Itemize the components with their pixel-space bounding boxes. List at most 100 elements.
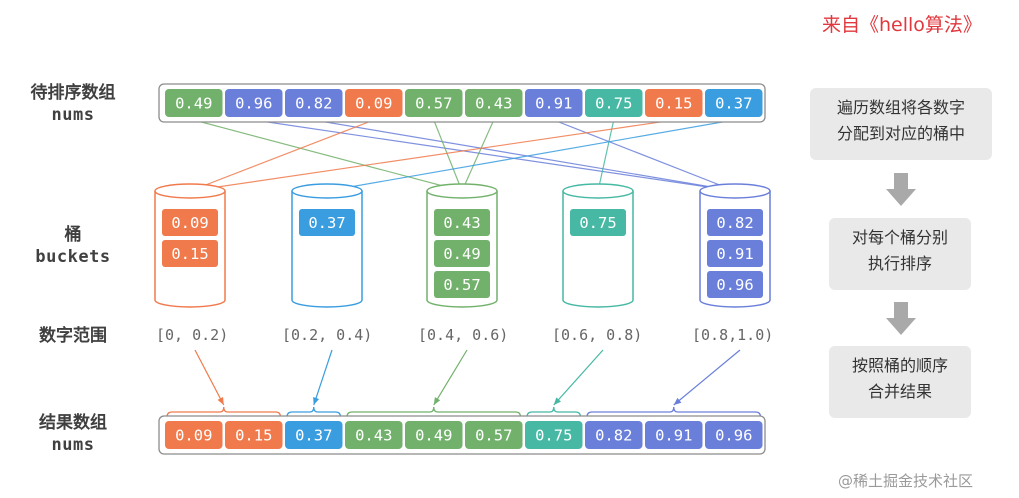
merge-brace: [586, 406, 762, 418]
bucket-item-value: 0.96: [716, 276, 753, 294]
buckets-label: 桶 buckets: [35, 225, 111, 267]
merge-brace: [346, 406, 522, 418]
distribute-line: [433, 119, 463, 192]
merge-brace: [526, 406, 582, 418]
watermark: @稀土掘金技术社区: [838, 472, 974, 490]
output-value: 0.43: [355, 427, 392, 445]
merge-arrow-line: [553, 349, 604, 406]
merge-arrow-line: [673, 349, 741, 406]
input-value: 0.15: [655, 95, 692, 113]
output-value: 0.09: [175, 427, 212, 445]
output-cell: [165, 421, 223, 449]
bucket-item-value: 0.75: [579, 214, 616, 232]
bucket-item: [162, 209, 218, 236]
input-value: 0.75: [595, 95, 632, 113]
distribute-line: [193, 119, 463, 192]
output-array-label: 结果数组 nums: [39, 413, 107, 455]
arrow-down-icon: [886, 302, 916, 335]
input-value: 0.37: [715, 95, 752, 113]
merge-braces: [166, 349, 762, 418]
connector-lines: [186, 119, 739, 195]
bucket-item: [434, 240, 490, 267]
output-cell: [525, 421, 583, 449]
input-cell: [225, 89, 283, 117]
bucket-item-value: 0.57: [443, 276, 480, 294]
bucket-item: [434, 209, 490, 236]
bucket-item: [162, 240, 218, 267]
bucket-2: 0.43 0.49 0.57: [426, 183, 498, 308]
output-value: 0.37: [295, 427, 332, 445]
output-cell: [585, 421, 643, 449]
merge-arrow-line: [194, 349, 225, 406]
input-cell: [165, 89, 223, 117]
bucket-4: 0.82 0.91 0.96: [699, 183, 771, 308]
merge-brace: [166, 406, 282, 418]
merge-arrow-head: [553, 397, 561, 405]
distribute-line: [553, 119, 736, 192]
output-cell: [225, 421, 283, 449]
input-array-label: 待排序数组 nums: [30, 83, 116, 125]
merge-arrow-head: [433, 397, 441, 405]
distribute-line: [461, 119, 495, 192]
bucket-item: [570, 209, 626, 236]
input-value: 0.96: [235, 95, 272, 113]
output-value: 0.49: [415, 427, 452, 445]
input-cell: [345, 89, 403, 117]
bucket-item: [707, 209, 763, 236]
bucket-range-4: [0.8,1.0): [692, 326, 774, 344]
input-value: 0.57: [415, 95, 452, 113]
bucket-range-1: [0.2, 0.4): [282, 326, 373, 344]
merge-arrow-head: [673, 397, 682, 405]
input-cell: [465, 89, 523, 117]
bucket-item-value: 0.09: [171, 214, 208, 232]
output-cell: [405, 421, 463, 449]
output-value: 0.57: [475, 427, 512, 445]
step-distribute: 遍历数组将各数字分配到对应的桶中: [810, 88, 992, 160]
input-value: 0.91: [535, 95, 572, 113]
bucket-3: 0.75: [562, 183, 634, 308]
bucket-0: 0.09 0.15: [154, 183, 226, 308]
distribute-line: [189, 119, 374, 192]
bucket-range-3: [0.6, 0.8): [552, 326, 643, 344]
distribute-line: [597, 119, 615, 192]
bucket-item-value: 0.43: [443, 214, 480, 232]
input-cell: [525, 89, 583, 117]
merge-arrow-line: [433, 349, 468, 406]
bucket-item: [707, 271, 763, 298]
bucket-item-value: 0.15: [171, 245, 208, 263]
input-cell: [645, 89, 703, 117]
output-cell: [285, 421, 343, 449]
bucket-item: [299, 209, 355, 236]
merge-arrow-head: [217, 397, 224, 405]
input-cell: [705, 89, 763, 117]
bucket-item-value: 0.37: [308, 214, 345, 232]
distribute-line: [326, 119, 734, 192]
output-value: 0.15: [235, 427, 272, 445]
output-cell: [645, 421, 703, 449]
buckets-group: 0.09 0.15 0.37 0.43 0.49 0.57 0.75 0.82 0.91 0.96: [154, 183, 771, 308]
distribute-line: [189, 119, 674, 192]
output-value: 0.91: [655, 427, 692, 445]
brand-title: 来自《hello算法》: [822, 14, 982, 36]
distribute-line: [253, 119, 736, 192]
input-value: 0.43: [475, 95, 512, 113]
distribute-line: [313, 119, 736, 192]
bucket-range-0: [0, 0.2): [156, 326, 229, 344]
output-value: 0.82: [595, 427, 632, 445]
bucket-item: [434, 271, 490, 298]
step-sort-each: 对每个桶分别执行排序: [829, 218, 971, 290]
merge-arrow-line: [313, 349, 333, 406]
output-cell: [705, 421, 763, 449]
bucket-item-value: 0.91: [716, 245, 753, 263]
bucket-item-value: 0.82: [716, 214, 753, 232]
input-value: 0.09: [355, 95, 392, 113]
merge-arrow-head: [313, 397, 320, 405]
input-value: 0.82: [295, 95, 332, 113]
input-cell: [585, 89, 643, 117]
output-cell: [465, 421, 523, 449]
bucket-item-value: 0.49: [443, 245, 480, 263]
output-cell: [345, 421, 403, 449]
bucket-range-2: [0.4, 0.6): [418, 326, 509, 344]
